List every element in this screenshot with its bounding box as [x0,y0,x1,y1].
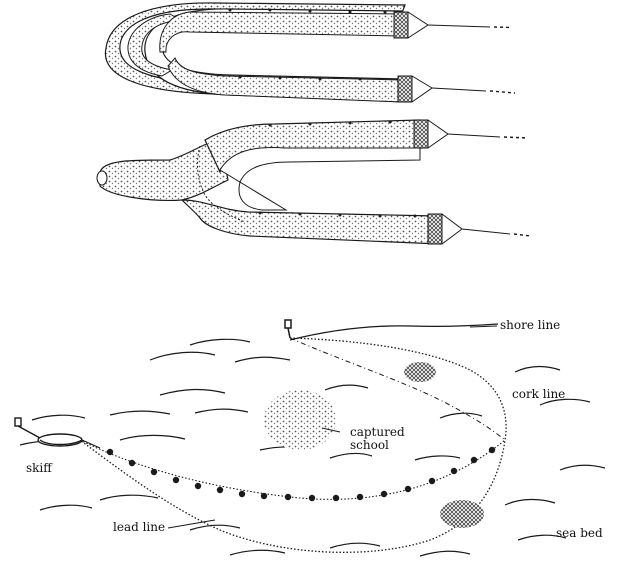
top-wing-end-upper [394,12,408,38]
seine-haul-scene [15,320,605,556]
bag-tow-rope-upper [448,134,500,137]
bag-bridle-lower [442,214,462,244]
bag-net-inner-fold [220,148,420,210]
captured-school [264,390,336,450]
bag-tow-rope-lower-dash [514,234,530,236]
sea-bed-label: sea bed [556,527,603,540]
bag-wing-end-upper [414,120,428,148]
captured-label-line2: school [350,439,405,452]
shore-stake [285,320,291,338]
shore-line-label: shore line [500,319,560,332]
top-net-band-lower [168,58,402,102]
lead-line-label: lead line [113,521,165,534]
skiff-anchor [15,418,40,438]
shore-line [290,324,498,340]
top-bridle-upper [408,12,428,38]
bag-seine-net [97,120,530,244]
bag-tow-rope-lower [462,229,510,234]
lead-line-floats [107,447,495,501]
top-bridle-lower [412,76,432,102]
top-tow-rope-upper-dash [494,27,512,28]
captured-school-label: captured school [350,426,405,452]
bag-tow-rope-upper-dash [504,137,528,138]
net-shade-lower [440,500,484,528]
bag-net-lower-wing [182,200,440,244]
top-net-band-upper [160,12,402,52]
skiff-label: skiff [26,462,52,475]
bag-wing-end-lower [428,214,442,244]
bag-opening [97,171,107,185]
cork-line-label: cork line [512,388,565,401]
top-tow-rope-lower [432,88,486,91]
shore-line-leader [470,326,497,327]
skiff [38,434,82,446]
top-folded-net [105,3,515,102]
top-tow-rope-lower-dash [490,91,515,93]
net-shade-upper [404,362,436,382]
top-wing-end-lower [398,76,412,102]
bag-bridle-upper [428,120,448,148]
top-tow-rope-upper [428,25,490,27]
